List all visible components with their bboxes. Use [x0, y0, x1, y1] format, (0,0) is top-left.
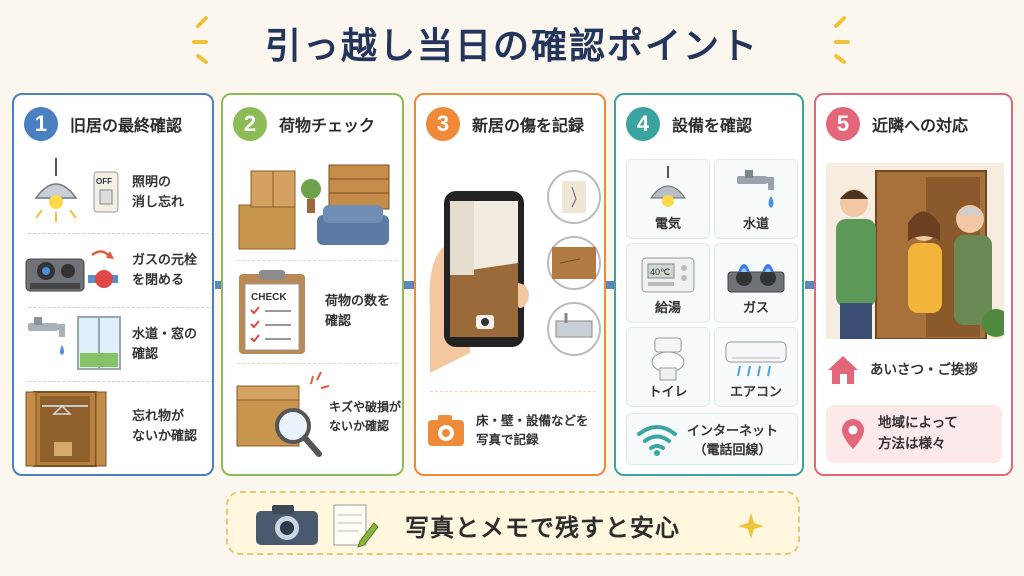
list-item: ガスの元栓 を閉める — [24, 238, 212, 304]
camera-icon — [428, 415, 464, 446]
item-label: 水道 — [742, 217, 769, 232]
step-title-2: 荷物チェック — [279, 116, 376, 135]
step-card-3: 3 新居の傷を記録 床・壁・設備などを 写真で記録 — [414, 93, 606, 476]
item-label: ガス — [742, 301, 769, 316]
boxes-sofa-icon — [238, 164, 390, 250]
title-bar: 引っ越し当日の確認ポイント — [0, 14, 1024, 72]
item-label: 電気 — [654, 217, 681, 232]
list-item: 忘れ物が ないか確認 — [24, 385, 212, 469]
empty-closet-icon — [25, 391, 107, 467]
toilet-icon — [651, 337, 685, 381]
memo-pencil-icon — [333, 504, 378, 548]
heater-display: 40℃ — [650, 267, 670, 277]
item-text: ないか確認 — [329, 419, 390, 433]
internet-label: インターネット — [687, 424, 779, 439]
item-text: 写真で記録 — [476, 432, 539, 447]
step-number-2: 2 — [233, 107, 267, 141]
camera-icon — [256, 505, 318, 545]
step-number-5: 5 — [826, 107, 860, 141]
facility-hot-water: 40℃ 給湯 — [626, 243, 710, 323]
ceiling-lamp-icon: OFF — [34, 158, 119, 222]
sparkle-icon — [738, 513, 764, 539]
tip-banner: 写真とメモで残すと安心 — [226, 491, 800, 555]
gas-burner-icon — [727, 264, 785, 293]
item-text: 確認 — [325, 314, 352, 329]
step-title-1: 旧居の最終確認 — [70, 116, 183, 135]
list-item: 地域によって 方法は様々 — [826, 405, 1002, 463]
step-card-4: 4 設備を確認 電気 水道 40℃ 給湯 — [614, 93, 804, 476]
item-label: トイレ — [648, 385, 688, 400]
facility-water: 水道 — [714, 159, 798, 239]
list-item: あいさつ・ご挨拶 — [826, 350, 1011, 390]
water-heater-icon: 40℃ — [641, 257, 695, 293]
item-text: 確認 — [132, 347, 159, 362]
faucet-icon — [737, 170, 774, 208]
sparkle-left-icon — [192, 16, 208, 64]
item-text: 方法は様々 — [878, 436, 946, 452]
step-card-2: 2 荷物チェック CHECK 荷物の数を 確認 — [221, 93, 404, 476]
facility-internet: インターネット （電話回線） — [626, 413, 798, 465]
gas-stove-icon — [25, 250, 118, 292]
item-label: エアコン — [729, 385, 782, 400]
location-pin-icon — [842, 419, 864, 449]
step-header-1: 1 旧居の最終確認 — [24, 107, 182, 141]
step-number-4: 4 — [626, 107, 660, 141]
step-header-5: 5 近隣への対応 — [826, 107, 968, 141]
sparkle-right-icon — [834, 16, 850, 64]
item-text: ないか確認 — [132, 429, 198, 444]
item-text: を閉める — [132, 273, 185, 288]
faucet-window-icon — [28, 316, 121, 370]
item-text: 消し忘れ — [132, 195, 185, 210]
neighbors-greeting-icon — [826, 163, 1004, 339]
step-card-1: 1 旧居の最終確認 OFF 照明の 消し忘れ — [12, 93, 214, 476]
internet-sublabel: （電話回線） — [693, 443, 772, 458]
item-text: ガスの元栓 — [132, 252, 198, 268]
list-item: キズや破損が ないか確認 — [233, 369, 402, 465]
facility-electric: 電気 — [626, 159, 710, 239]
air-conditioner-icon — [725, 341, 787, 377]
step-header-2: 2 荷物チェック — [233, 107, 375, 141]
item-label: 給湯 — [654, 301, 681, 316]
item-text: あいさつ・ご挨拶 — [870, 361, 978, 378]
facility-gas: ガス — [714, 243, 798, 323]
magnifier-box-icon — [236, 371, 329, 457]
banner-text: 写真とメモで残すと安心 — [405, 514, 680, 542]
item-text: 床・壁・設備などを — [476, 412, 589, 428]
list-item: OFF 照明の 消し忘れ — [24, 157, 212, 229]
facility-aircon: エアコン — [714, 327, 798, 407]
step-number-1: 1 — [24, 107, 58, 141]
checklist-heading: CHECK — [251, 292, 287, 303]
phone-photo-icon — [429, 170, 601, 373]
page-title: 引っ越し当日の確認ポイント — [264, 26, 759, 67]
list-item: CHECK 荷物の数を 確認 — [233, 267, 402, 357]
item-text: 荷物の数を — [325, 293, 391, 309]
list-item: 水道・窓の 確認 — [24, 311, 212, 379]
facility-toilet: トイレ — [626, 327, 710, 407]
step-header-4: 4 設備を確認 — [626, 107, 752, 141]
item-text: 地域によって — [878, 415, 958, 432]
step-title-4: 設備を確認 — [672, 116, 753, 135]
step-title-5: 近隣への対応 — [872, 116, 969, 135]
house-icon — [828, 356, 858, 384]
item-text: キズや破損が — [329, 400, 402, 415]
wifi-icon — [637, 425, 677, 456]
step-header-3: 3 新居の傷を記録 — [426, 107, 584, 141]
step-number-3: 3 — [426, 107, 460, 141]
item-text: 水道・窓の — [132, 326, 198, 342]
lamp-icon — [650, 166, 686, 207]
list-item: 床・壁・設備などを 写真で記録 — [426, 401, 604, 459]
step-card-5: 5 近隣への対応 あいさつ・ご挨拶 地域によって 方法は様々 — [814, 93, 1013, 476]
step-title-3: 新居の傷を記録 — [472, 116, 585, 135]
checklist-icon: CHECK — [239, 270, 305, 354]
item-text: 照明の — [132, 174, 172, 190]
item-text: 忘れ物が — [132, 408, 185, 424]
svg-text:OFF: OFF — [96, 177, 112, 186]
